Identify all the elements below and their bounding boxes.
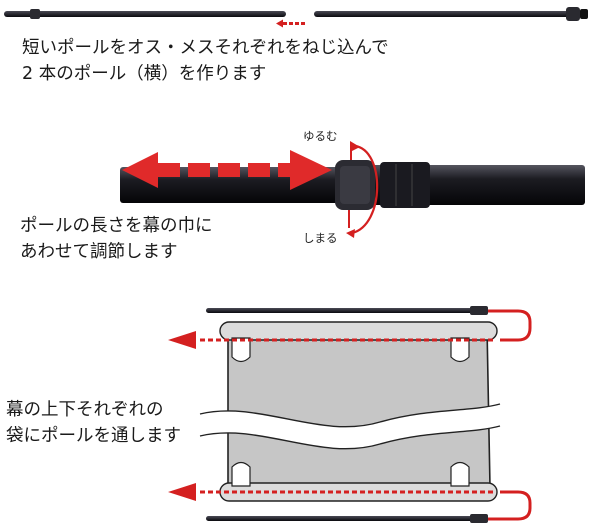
step2-line2: あわせて調節します [20, 242, 178, 262]
step3-line2: 袋にポールを通します [6, 426, 181, 446]
insert-arrow [276, 19, 305, 28]
adjust-length-arrow [122, 150, 332, 190]
step1-line2: 2 本のポール（横）を作ります [22, 64, 267, 84]
pole-right [314, 7, 588, 21]
pole-left [4, 9, 286, 19]
bottom-pole [206, 514, 488, 523]
rotate-arrow [346, 141, 379, 238]
loosen-label: ゆるむ [303, 129, 338, 143]
bottom-insert-arrow [168, 483, 532, 521]
top-pole [206, 306, 488, 315]
tighten-label: しまる [303, 231, 338, 245]
step2-line1: ポールの長さを幕の巾に [20, 216, 213, 236]
step3-line1: 幕の上下それぞれの [6, 400, 164, 420]
step1-line1: 短いポールをオス・メスそれぞれをねじ込んで [22, 38, 389, 58]
top-insert-arrow [168, 309, 532, 349]
banner-body [199, 321, 501, 502]
